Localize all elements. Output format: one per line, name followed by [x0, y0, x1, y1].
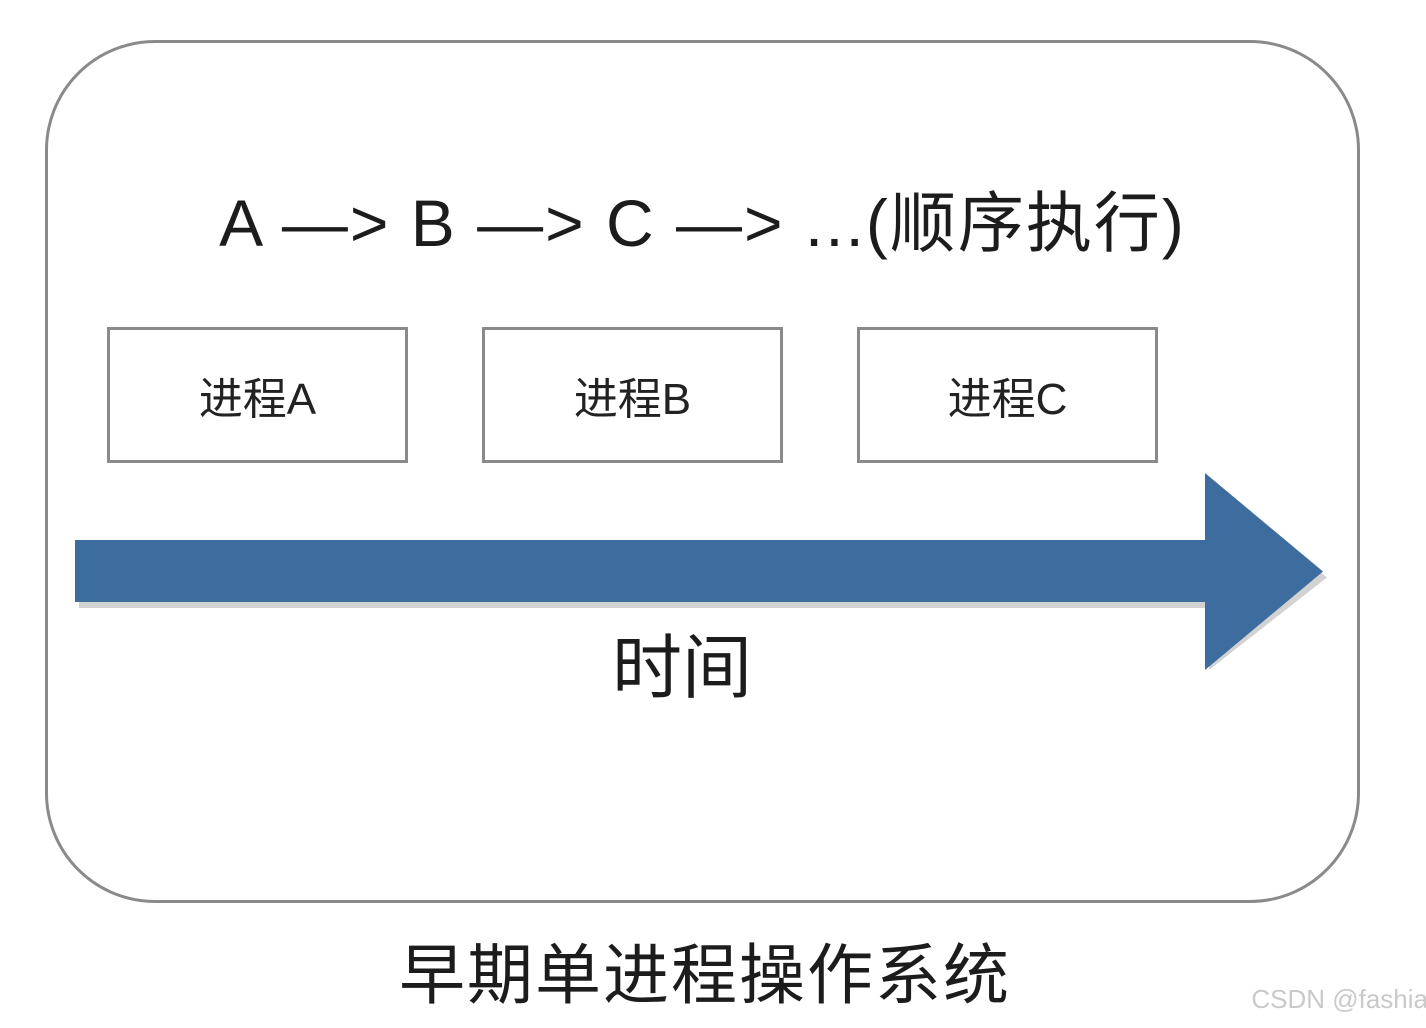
watermark-text: CSDN @fashia: [1251, 984, 1426, 1014]
process-box-a: 进程A: [107, 327, 408, 463]
process-box-a-label: 进程A: [198, 375, 317, 424]
time-arrow-shape: [75, 473, 1323, 670]
process-box-b-label: 进程B: [573, 375, 692, 424]
rounded-container: [45, 40, 1360, 903]
time-axis-label: 时间: [612, 629, 752, 707]
sequence-title: A —> B —> C —> ...(顺序执行): [219, 186, 1186, 260]
diagram-caption: 早期单进程操作系统: [399, 938, 1011, 1012]
time-arrow: [75, 473, 1327, 670]
process-box-c: 进程C: [857, 327, 1158, 463]
process-box-c-label: 进程C: [947, 375, 1068, 424]
process-box-b: 进程B: [482, 327, 783, 463]
